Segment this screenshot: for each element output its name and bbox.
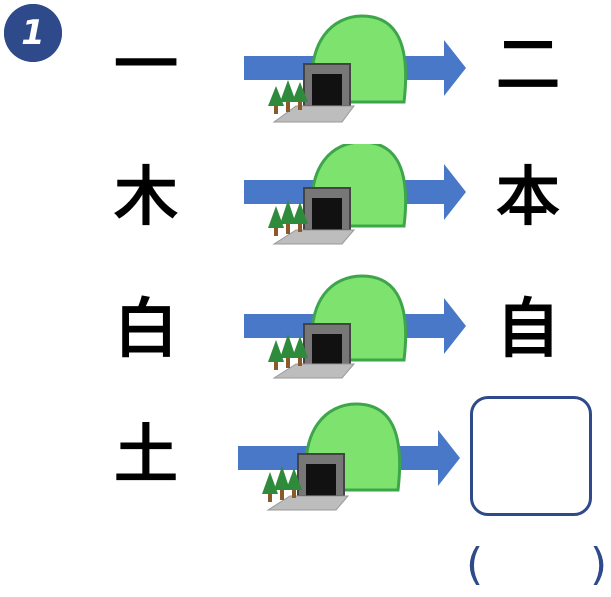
- tunnel-icon: [238, 402, 460, 511]
- problem-number: 1: [21, 13, 45, 53]
- tunnel-icon: [244, 14, 466, 123]
- tree-icon: [268, 80, 308, 114]
- tunnel-illustration-2: [244, 144, 466, 245]
- tree-icon: [262, 466, 302, 502]
- right-kanji-2: 本: [496, 161, 560, 235]
- left-kanji-4: 土: [114, 419, 178, 493]
- reading-paren-open: (: [466, 539, 484, 590]
- tunnel-icon: [244, 274, 466, 379]
- left-kanji-2: 木: [114, 161, 178, 235]
- left-kanji-3: 白: [114, 293, 178, 367]
- reading-paren-close: ): [590, 539, 608, 590]
- right-kanji-1: 二: [496, 29, 560, 103]
- right-kanji-3: 自: [496, 293, 560, 367]
- tree-icon: [268, 200, 308, 236]
- reading-answer-field[interactable]: [490, 540, 586, 590]
- left-kanji-1: 一: [114, 29, 178, 103]
- answer-box[interactable]: [470, 396, 592, 516]
- tunnel-icon: [244, 144, 466, 245]
- tunnel-illustration-3: [244, 274, 466, 379]
- tunnel-illustration-4: [238, 402, 460, 511]
- tunnel-illustration-1: [244, 14, 466, 123]
- tree-icon: [268, 334, 308, 370]
- problem-number-badge: 1: [4, 4, 62, 62]
